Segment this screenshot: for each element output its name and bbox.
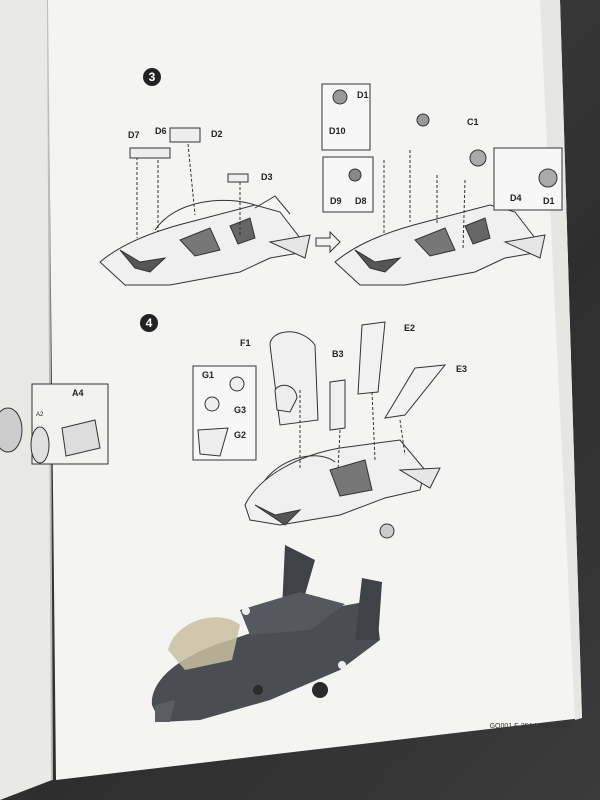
part-label-d1-top: D1 bbox=[357, 90, 369, 100]
kit-code-footer: GQ001 F-35A USAF/RAAF bbox=[489, 723, 574, 730]
step-3-badge: 3 bbox=[143, 68, 161, 86]
step3-arrow bbox=[315, 230, 341, 254]
part-label-d7: D7 bbox=[128, 130, 140, 140]
part-label-a4: A4 bbox=[72, 388, 84, 398]
part-label-a2: A2 bbox=[36, 412, 44, 418]
part-label-b3: B3 bbox=[332, 349, 344, 359]
part-label-d2: D2 bbox=[211, 129, 223, 139]
part-label-e2: E2 bbox=[404, 323, 416, 333]
assembled-model-photo bbox=[151, 545, 382, 722]
side-page-assembly bbox=[0, 383, 109, 465]
step-4-badge: 4 bbox=[140, 314, 158, 332]
part-label-d10: D10 bbox=[329, 126, 346, 136]
part-label-g3: G3 bbox=[234, 405, 247, 415]
part-label-d9: D9 bbox=[330, 196, 342, 206]
part-label-g2: G2 bbox=[234, 430, 247, 440]
step3-fuselage-right bbox=[321, 83, 563, 286]
part-label-d3: D3 bbox=[261, 172, 273, 182]
part-label-d4: D4 bbox=[510, 193, 522, 203]
part-label-d8: D8 bbox=[355, 196, 367, 206]
part-label-d6: D6 bbox=[155, 126, 167, 136]
step4-assembly-sketch bbox=[192, 321, 447, 539]
part-label-c1: C1 bbox=[467, 117, 479, 127]
part-label-e3: E3 bbox=[456, 364, 468, 374]
step3-fuselage-left bbox=[99, 127, 311, 286]
part-label-f1: F1 bbox=[240, 338, 251, 348]
part-label-g1: G1 bbox=[202, 370, 215, 380]
part-label-d1-bottom: D1 bbox=[543, 196, 555, 206]
left-page bbox=[0, 0, 52, 800]
